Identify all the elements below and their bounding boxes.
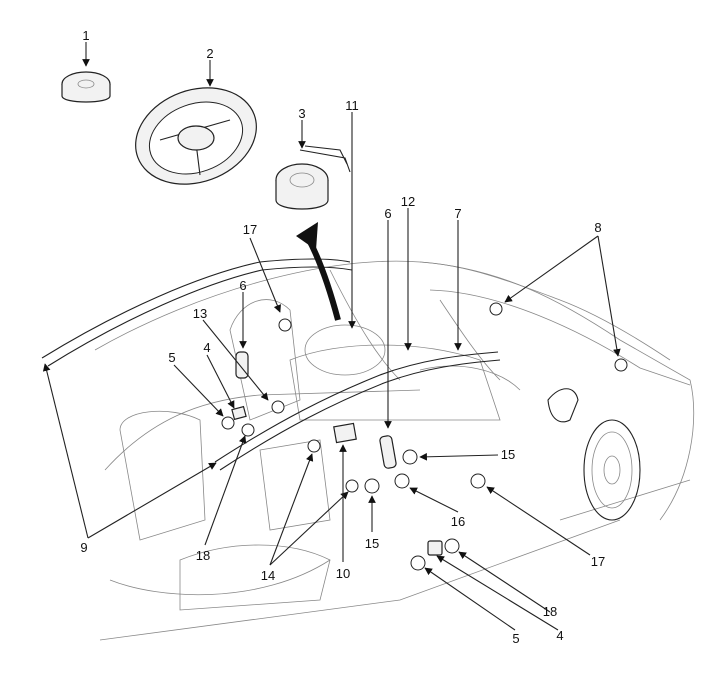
pillar-airbag <box>235 351 249 379</box>
callout-4-top: 4 <box>203 340 210 355</box>
airbag-control-unit <box>333 422 357 444</box>
callout-2: 2 <box>206 46 213 61</box>
callout-15-bottom: 15 <box>365 536 379 551</box>
callout-1: 1 <box>82 28 89 43</box>
callout-3: 3 <box>298 106 305 121</box>
callout-7: 7 <box>454 206 461 221</box>
callout-5-bottom: 5 <box>512 631 519 646</box>
callout-17-right: 17 <box>591 554 605 569</box>
callout-4-bottom: 4 <box>556 628 563 643</box>
callout-18-right: 18 <box>543 604 557 619</box>
curtain-airbag-right <box>214 351 501 471</box>
passenger-airbag <box>379 435 397 469</box>
marker-dots <box>221 302 628 571</box>
callout-8: 8 <box>594 220 601 235</box>
callout-17-top: 17 <box>243 222 257 237</box>
clock-spring <box>275 145 351 210</box>
side-impact-sensor <box>231 405 247 421</box>
callout-12: 12 <box>401 194 415 209</box>
lower-sensor-assembly <box>427 540 443 556</box>
leader-lines <box>42 42 621 631</box>
callout-14: 14 <box>261 568 275 583</box>
callout-13: 13 <box>193 306 207 321</box>
callout-5-top: 5 <box>168 350 175 365</box>
steering-wheel <box>135 87 257 185</box>
callout-6-right: 6 <box>384 206 391 221</box>
callout-16: 16 <box>451 514 465 529</box>
callout-labels: 1 2 3 11 12 7 6 8 17 6 13 4 5 9 18 14 10… <box>80 28 605 646</box>
callout-10: 10 <box>336 566 350 581</box>
callout-6-left: 6 <box>239 278 246 293</box>
callout-18-left: 18 <box>196 548 210 563</box>
callout-11: 11 <box>345 98 359 113</box>
callout-15-right: 15 <box>501 447 515 462</box>
driver-airbag-module <box>61 71 111 103</box>
callout-9: 9 <box>80 540 87 555</box>
